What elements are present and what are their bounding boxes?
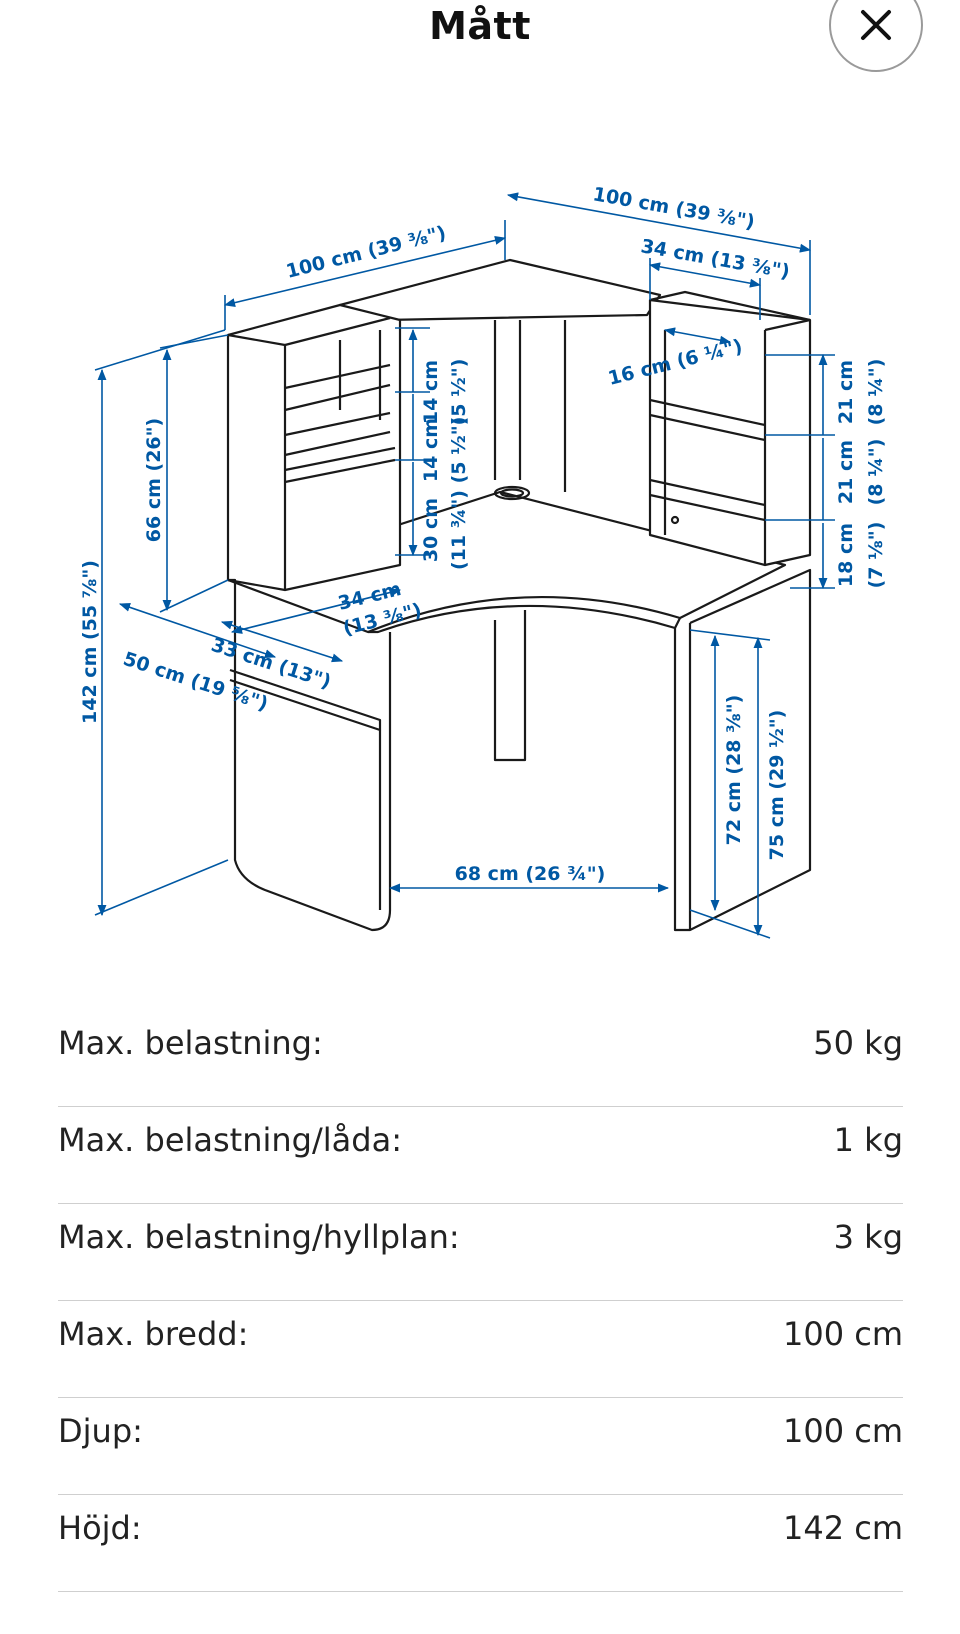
modal-header: Mått — [0, 0, 960, 72]
spec-value: 100 cm — [782, 1315, 903, 1353]
spec-row-max-load: Max. belastning: 50 kg — [58, 1010, 903, 1107]
desk-drawing: 100 cm (39 ⅜") 100 cm (39 ⅜") 34 cm (13 … — [79, 183, 887, 939]
spec-row-max-load-drawer: Max. belastning/låda: 1 kg — [58, 1107, 903, 1204]
spec-value: 1 kg — [833, 1121, 903, 1159]
dim-right-gap-2-in: (8 ¼") — [865, 439, 887, 506]
dim-desk-height-2: 75 cm (29 ½") — [766, 710, 788, 861]
page-title: Mått — [429, 4, 531, 48]
spec-label: Höjd: — [58, 1509, 142, 1547]
dim-right-gap-1-cm: 21 cm — [835, 360, 857, 424]
spec-value: 100 cm — [782, 1412, 903, 1450]
dim-desk-height-1: 72 cm (28 ⅜") — [723, 695, 745, 846]
spec-label: Max. belastning/hyllplan: — [58, 1218, 460, 1256]
dim-shelf-gap-1-in: (5 ½") — [448, 359, 470, 426]
spec-list: Max. belastning: 50 kg Max. belastning/l… — [58, 1010, 903, 1592]
dim-right-gap-1-in: (8 ¼") — [865, 359, 887, 426]
spec-label: Djup: — [58, 1412, 143, 1450]
spec-label: Max. bredd: — [58, 1315, 249, 1353]
close-icon — [861, 10, 891, 40]
spec-row-max-width: Max. bredd: 100 cm — [58, 1301, 903, 1398]
spec-row-depth: Djup: 100 cm — [58, 1398, 903, 1495]
spec-row-max-load-shelf: Max. belastning/hyllplan: 3 kg — [58, 1204, 903, 1301]
spec-label: Max. belastning/låda: — [58, 1121, 402, 1159]
spec-label: Max. belastning: — [58, 1024, 323, 1062]
dim-upper-height: 66 cm (26") — [143, 418, 165, 542]
dim-cabinet-height-in: (11 ¾") — [448, 490, 470, 570]
dim-total-height: 142 cm (55 ⅞") — [79, 560, 101, 724]
dimension-diagram: 100 cm (39 ⅜") 100 cm (39 ⅜") 34 cm (13 … — [0, 170, 960, 970]
spec-value: 3 kg — [833, 1218, 903, 1256]
dim-shelf-gap-2-in: (5 ½") — [448, 417, 470, 484]
dim-leg-gap: 68 cm (26 ¾") — [455, 863, 606, 885]
spec-value: 50 kg — [813, 1024, 903, 1062]
dim-shelf-gap-1-cm: 14 cm — [420, 360, 442, 424]
dim-right-gap-3-cm: 18 cm — [835, 523, 857, 587]
dim-right-gap-3-in: (7 ⅛") — [865, 522, 887, 589]
dimension-lines — [94, 192, 835, 939]
close-button[interactable] — [829, 0, 923, 72]
dim-top-left-width: 100 cm (39 ⅜") — [284, 222, 448, 283]
spec-value: 142 cm — [782, 1509, 903, 1547]
dim-right-gap-2-cm: 21 cm — [835, 440, 857, 504]
dim-cabinet-height-cm: 30 cm — [420, 498, 442, 562]
spec-row-height: Höjd: 142 cm — [58, 1495, 903, 1592]
dim-shelf-gap-2-cm: 14 cm — [420, 418, 442, 482]
